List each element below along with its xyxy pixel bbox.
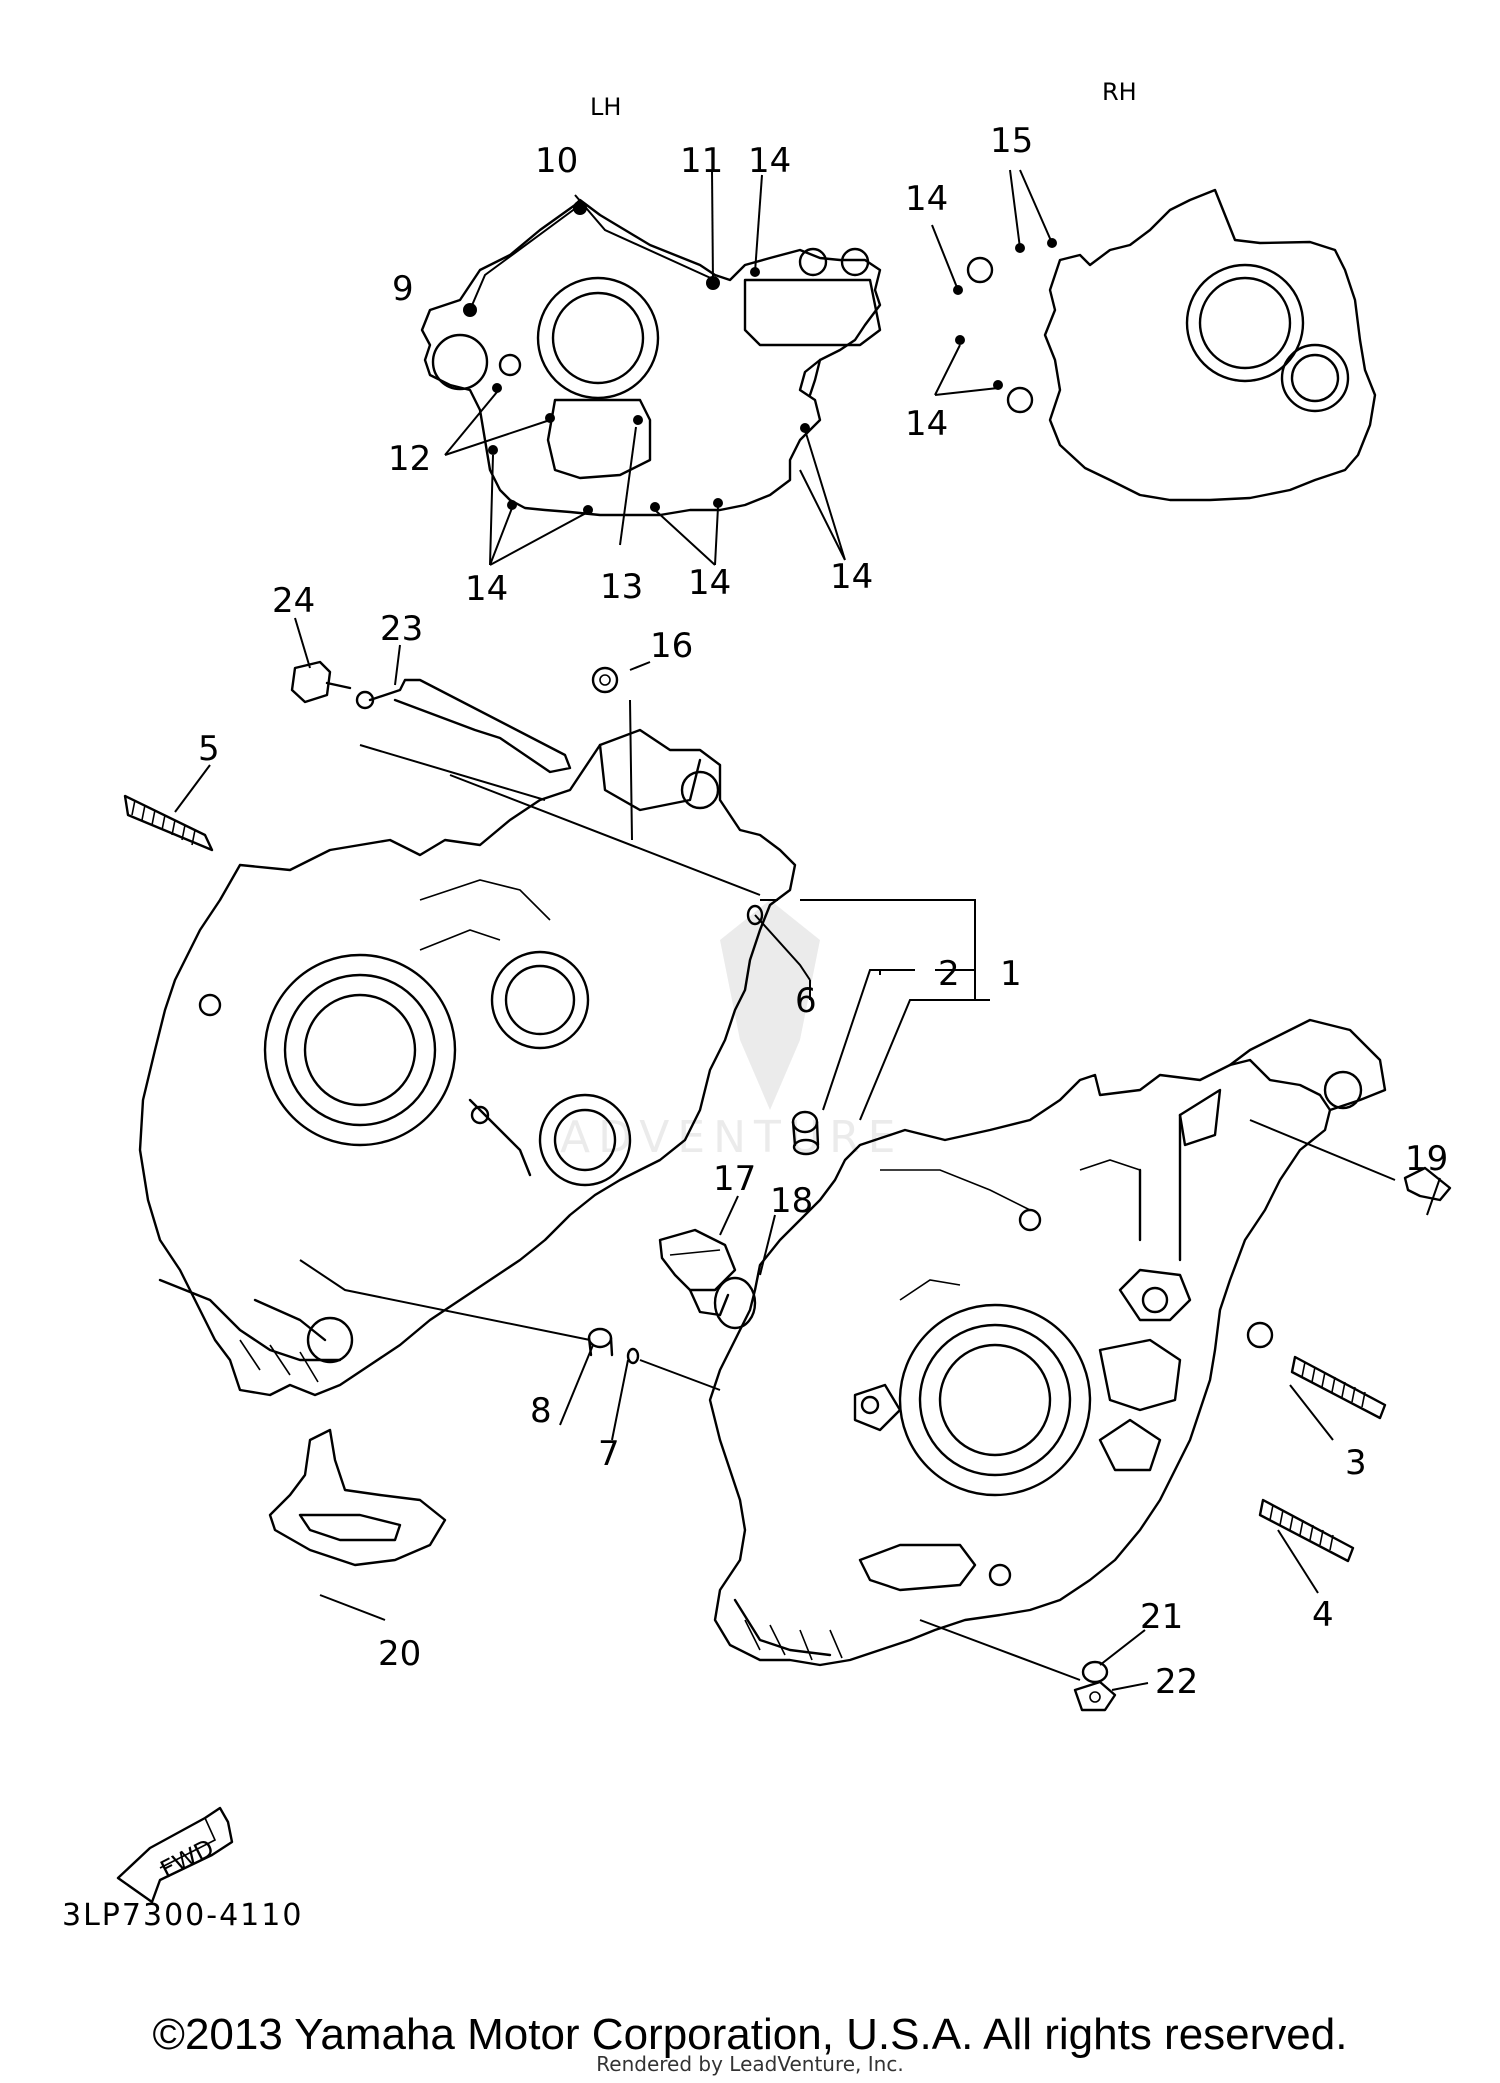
fwd-arrow-icon: FWD [116, 1806, 234, 1904]
watermark-text: ADVENTURE [560, 1112, 904, 1163]
callout-4: 4 [1312, 1595, 1334, 1635]
lh-gasket [420, 169, 882, 566]
callout-8: 8 [530, 1391, 552, 1431]
dowel-6 [746, 904, 764, 926]
leader-8 [299, 1259, 591, 1341]
leader-23 [394, 644, 401, 686]
callout-21: 21 [1140, 1597, 1183, 1637]
label-rh: RH [1102, 78, 1137, 106]
callout-23: 23 [380, 609, 423, 649]
oil-filler-cap-17 [658, 1228, 737, 1317]
leader-20 [319, 1594, 386, 1621]
callout-9: 9 [392, 269, 414, 309]
rh-gasket [931, 169, 1377, 502]
clip-19 [1403, 1166, 1452, 1202]
oil-strainer-20 [268, 1428, 447, 1567]
callout-10: 10 [535, 141, 578, 181]
right-crankcase [708, 1018, 1387, 1667]
leader-18 [759, 1214, 776, 1276]
leader-21 [1099, 1629, 1146, 1666]
stud-3 [1290, 1355, 1387, 1420]
left-crankcase [138, 728, 797, 1397]
clip-23 [355, 678, 572, 774]
watermark-logo [720, 900, 820, 1110]
leader-19 [1249, 1119, 1441, 1216]
leader-22 [919, 1619, 1149, 1691]
callout-16: 16 [650, 626, 693, 666]
callout-1: 1 [1000, 954, 1022, 994]
leader-24 [294, 617, 311, 669]
callout-6: 6 [795, 981, 817, 1021]
rendered-by-credit: Rendered by LeadVenture, Inc. [596, 2052, 904, 2076]
callout-11: 11 [680, 141, 723, 181]
callout-13: 13 [600, 567, 643, 607]
leader-16 [629, 661, 651, 841]
bracket-1-2 [800, 899, 990, 1121]
stud-4 [1258, 1498, 1355, 1563]
callout-14: 14 [748, 141, 791, 181]
o-ring-7 [626, 1347, 640, 1365]
plug-21 [1081, 1660, 1109, 1684]
o-ring-18 [713, 1276, 757, 1330]
leader-8b [559, 1344, 594, 1426]
callout-20: 20 [378, 1634, 421, 1674]
fwd-label: FWD [156, 1834, 219, 1884]
leader-17 [719, 1195, 739, 1236]
dowel-2 [791, 1110, 820, 1156]
callout-19: 19 [1405, 1139, 1448, 1179]
leader-5 [174, 764, 211, 813]
callout-14: 14 [830, 557, 873, 597]
callout-18: 18 [770, 1181, 813, 1221]
callout-14: 14 [905, 404, 948, 444]
plate-22 [1073, 1680, 1117, 1712]
callout-3: 3 [1345, 1443, 1367, 1483]
leader-chain [359, 744, 778, 901]
diagram-code: 3LP7300-4110 [62, 1898, 304, 1933]
callout-5: 5 [198, 729, 220, 769]
callout-12: 12 [388, 439, 431, 479]
callout-7: 7 [598, 1434, 620, 1474]
leader-7 [611, 1359, 721, 1441]
callout-14: 14 [465, 569, 508, 609]
callout-14: 14 [688, 563, 731, 603]
callout-24: 24 [272, 581, 315, 621]
callout-2: 2 [938, 954, 960, 994]
leader-4 [1277, 1529, 1319, 1594]
label-lh: LH [590, 93, 621, 121]
callout-14: 14 [905, 179, 948, 219]
bolt-24 [290, 660, 352, 704]
callout-15: 15 [990, 121, 1033, 161]
dowel-8 [587, 1327, 614, 1357]
dowel-16 [591, 666, 619, 694]
stud-5 [123, 794, 214, 852]
leader-3 [1289, 1384, 1334, 1441]
copyright-notice: ©2013 Yamaha Motor Corporation, U.S.A. A… [152, 2010, 1348, 2059]
callout-17: 17 [713, 1159, 756, 1199]
callout-22: 22 [1155, 1662, 1198, 1702]
leader-6 [754, 914, 811, 981]
